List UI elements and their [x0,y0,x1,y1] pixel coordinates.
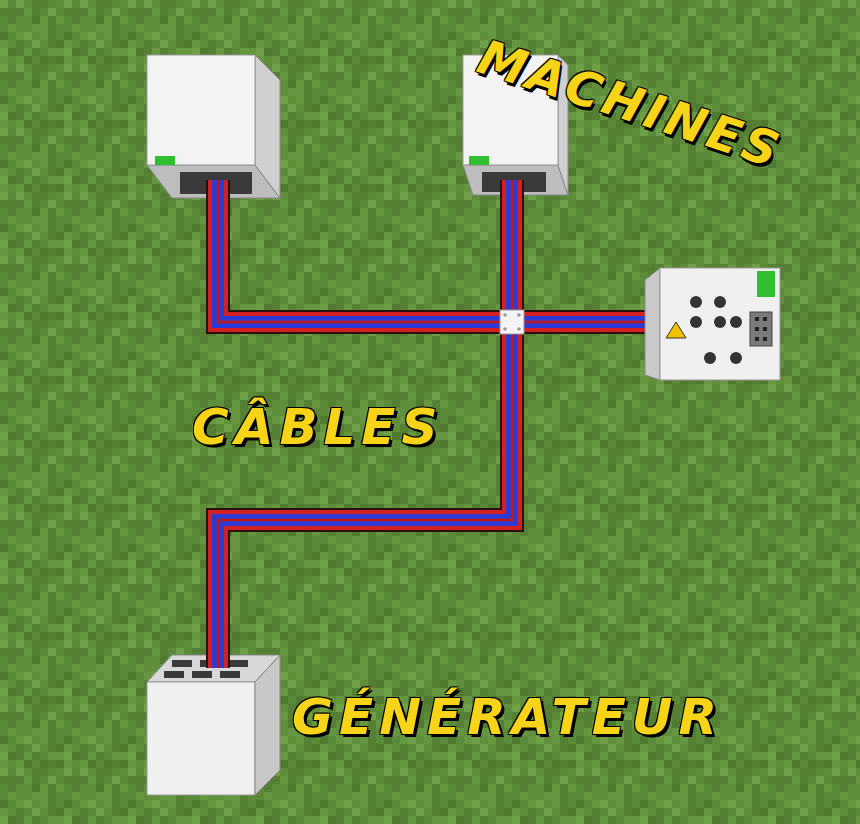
junction-box [500,310,524,334]
control-machine [645,268,780,380]
section-label: GÉNÉRATEUR [292,690,723,745]
generator-cube [147,655,280,795]
section-label: CÂBLES [192,400,444,455]
machine-cube [147,55,280,198]
